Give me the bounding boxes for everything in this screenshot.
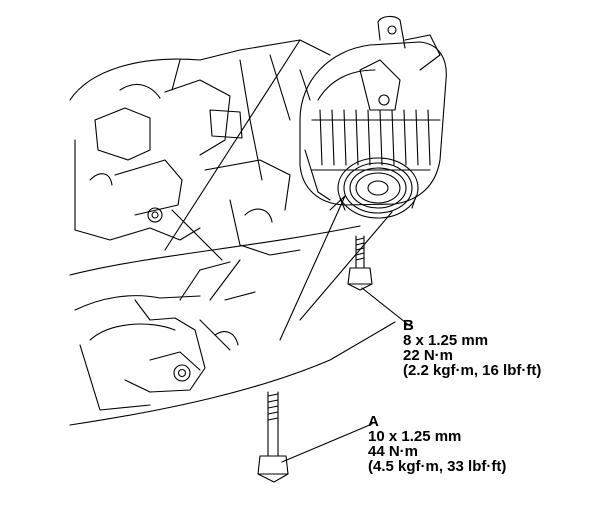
- lower-bracket: [74, 261, 256, 411]
- leader-line-a: [281, 423, 373, 463]
- alternator: [299, 15, 447, 206]
- callout-b: B 8 x 1.25 mm 22 N·m (2.2 kgf·m, 16 lbf·…: [403, 318, 541, 378]
- callout-a: A 10 x 1.25 mm 44 N·m (4.5 kgf·m, 33 lbf…: [368, 414, 506, 474]
- callout-b-letter: B: [403, 317, 414, 334]
- callout-a-torque: 44 N·m: [368, 443, 419, 460]
- bolt-b: [347, 235, 373, 291]
- frame-lines: [69, 39, 396, 426]
- alternator-pulley: [337, 157, 419, 219]
- callout-a-size: 10 x 1.25 mm: [368, 428, 462, 445]
- callout-b-torque: 22 N·m: [403, 347, 454, 364]
- callout-a-letter: A: [368, 413, 379, 430]
- callout-a-torque-alt: (4.5 kgf·m, 33 lbf·ft): [368, 458, 507, 475]
- bolt-a: [257, 391, 289, 483]
- engine-block-outline: [69, 39, 331, 256]
- callout-b-torque-alt: (2.2 kgf·m, 16 lbf·ft): [403, 362, 542, 379]
- callout-b-size: 8 x 1.25 mm: [403, 332, 489, 349]
- leader-line-b: [361, 287, 411, 327]
